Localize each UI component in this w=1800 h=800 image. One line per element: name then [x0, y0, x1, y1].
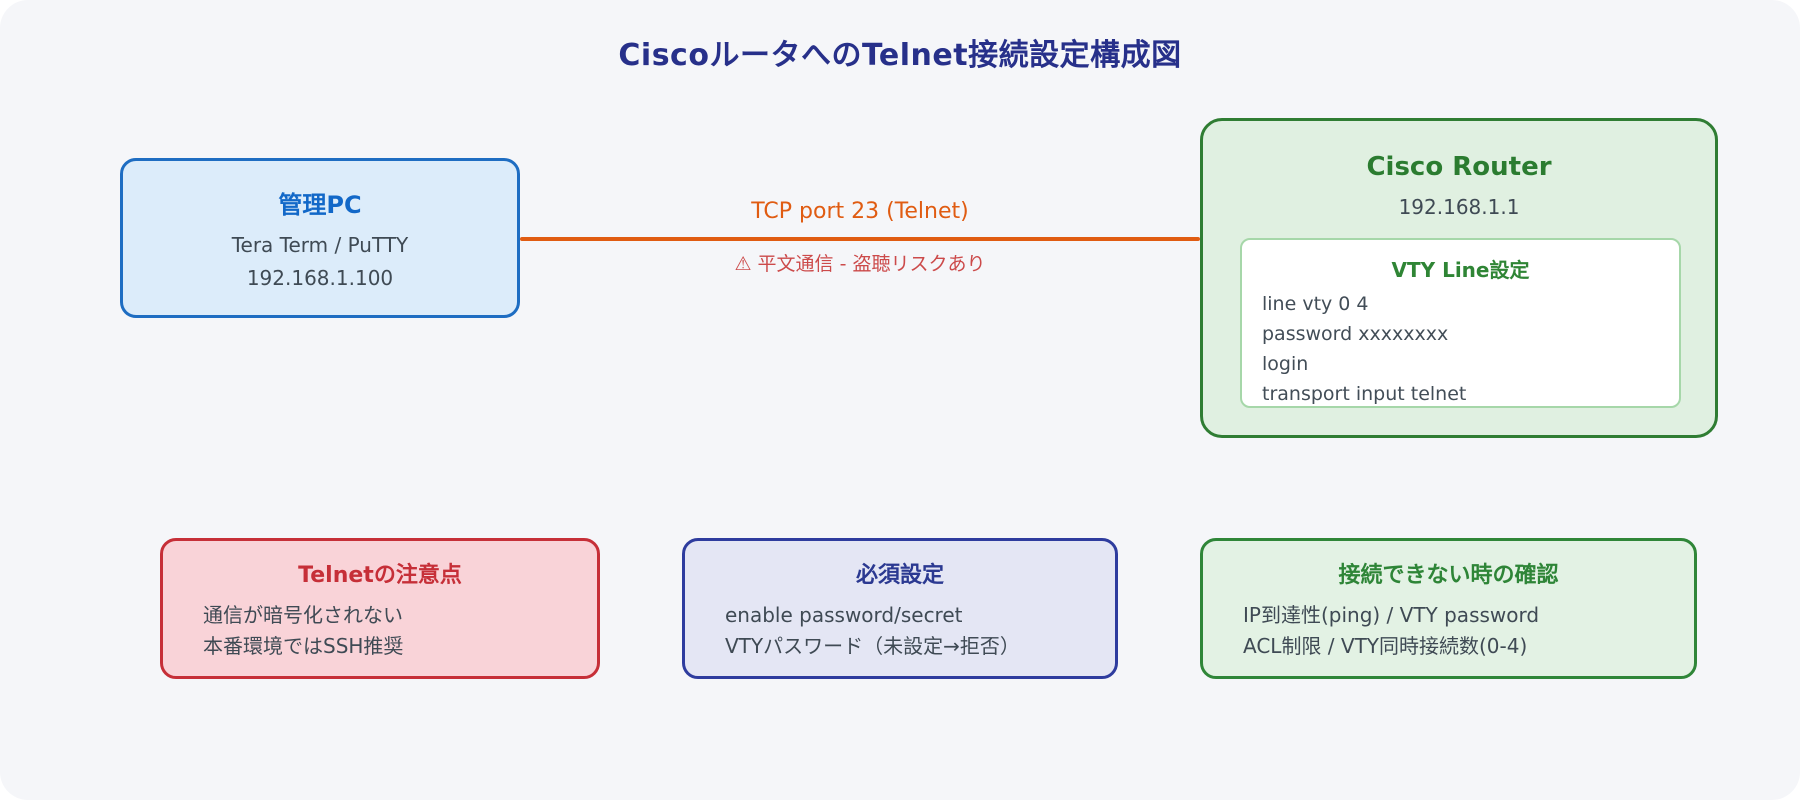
router-node-title: Cisco Router	[1366, 152, 1552, 182]
connection-warning: ⚠平文通信 - 盗聴リスクあり	[520, 251, 1200, 277]
note-title: Telnetの注意点	[298, 563, 462, 588]
note-troubleshooting: 接続できない時の確認 IP到達性(ping) / VTY password AC…	[1200, 538, 1697, 679]
warning-icon: ⚠	[734, 253, 752, 275]
connection-label: TCP port 23 (Telnet)	[751, 199, 969, 224]
note-line: 通信が暗号化されない	[203, 603, 403, 627]
cisco-router-node: Cisco Router 192.168.1.1 VTY Line設定 line…	[1200, 118, 1718, 438]
note-required-settings: 必須設定 enable password/secret VTYパスワード（未設定…	[682, 538, 1118, 679]
pc-node-software: Tera Term / PuTTY	[231, 233, 409, 257]
note-line: IP到達性(ping) / VTY password	[1243, 603, 1540, 627]
note-body: IP到達性(ping) / VTY password ACL制限 / VTY同時…	[1203, 600, 1694, 662]
vty-config-line: password xxxxxxxx	[1262, 323, 1449, 345]
note-line: VTYパスワード（未設定→拒否）	[725, 634, 1020, 658]
note-body: 通信が暗号化されない 本番環境ではSSH推奨	[163, 600, 597, 662]
pc-node-ip: 192.168.1.100	[246, 266, 394, 290]
management-pc-node: 管理PC Tera Term / PuTTY 192.168.1.100	[120, 158, 520, 318]
note-telnet-cautions: Telnetの注意点 通信が暗号化されない 本番環境ではSSH推奨	[160, 538, 600, 679]
note-line: 本番環境ではSSH推奨	[203, 634, 404, 658]
vty-config-line: transport input telnet	[1262, 383, 1467, 405]
vty-config-line: login	[1262, 353, 1309, 375]
router-node-ip: 192.168.1.1	[1398, 195, 1520, 219]
note-line: ACL制限 / VTY同時接続数(0-4)	[1243, 634, 1528, 658]
vty-config-panel: VTY Line設定 line vty 0 4 password xxxxxxx…	[1240, 238, 1681, 408]
page-title: CiscoルータへのTelnet接続設定構成図	[618, 38, 1182, 73]
pc-node-title: 管理PC	[278, 191, 362, 219]
note-line: enable password/secret	[725, 603, 963, 627]
connection-line	[520, 237, 1200, 241]
vty-config-lines: line vty 0 4 password xxxxxxxx login tra…	[1242, 289, 1679, 409]
note-title: 必須設定	[855, 563, 944, 588]
note-body: enable password/secret VTYパスワード（未設定→拒否）	[685, 600, 1115, 662]
vty-config-line: line vty 0 4	[1262, 293, 1369, 315]
warning-text: 平文通信 - 盗聴リスクあり	[757, 253, 986, 275]
note-title: 接続できない時の確認	[1338, 563, 1559, 588]
vty-panel-title: VTY Line設定	[1391, 258, 1530, 282]
